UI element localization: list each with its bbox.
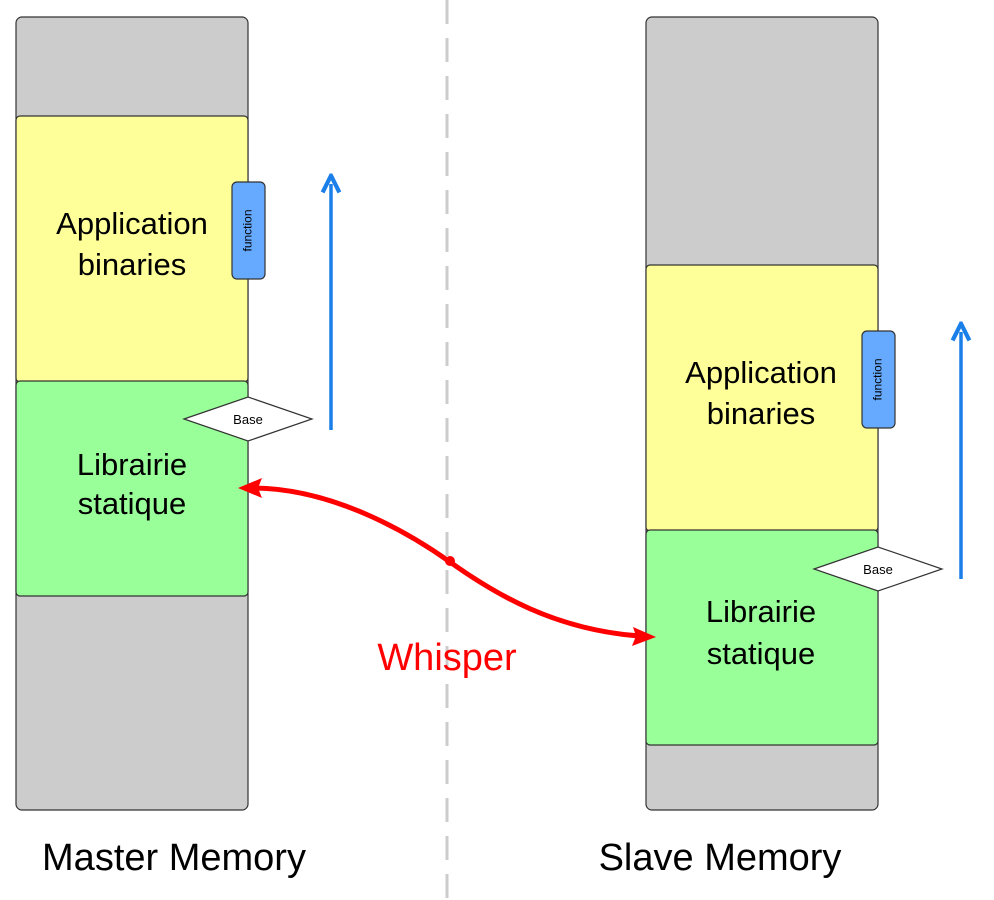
master-base-diamond: [182, 396, 314, 442]
slave-base-diamond: [812, 546, 944, 592]
master-function-tag: [231, 181, 266, 280]
whisper-label: Whisper: [377, 637, 517, 679]
master-app-label-line2: binaries: [78, 247, 187, 282]
slave-base-label: Base: [863, 562, 893, 577]
master-memory-column: Application binaries function Base Libra…: [15, 16, 331, 879]
master-memory-title: Master Memory: [42, 837, 306, 879]
slave-function-tag: [861, 330, 896, 429]
slave-app-label-line1: Application: [685, 355, 837, 390]
slave-lib-label-line2: statique: [707, 636, 816, 671]
whisper-arrowhead-left: [238, 478, 262, 498]
slave-app-label-line2: binaries: [707, 396, 816, 431]
slave-memory-column: Application binaries function Base Libra…: [599, 16, 961, 879]
slave-function-label: function: [871, 358, 885, 400]
whisper-midpoint-dot: [445, 556, 455, 566]
master-function-label: function: [241, 209, 255, 251]
master-lib-label-line1: Librairie: [77, 447, 187, 482]
master-lib-label-line2: statique: [78, 486, 187, 521]
whisper-connector: Whisper: [238, 478, 656, 679]
whisper-arrowhead-right: [632, 627, 656, 646]
slave-memory-title: Slave Memory: [599, 837, 842, 879]
slave-lib-label-line1: Librairie: [706, 594, 816, 629]
master-app-label-line1: Application: [56, 206, 208, 241]
master-base-label: Base: [233, 412, 263, 427]
